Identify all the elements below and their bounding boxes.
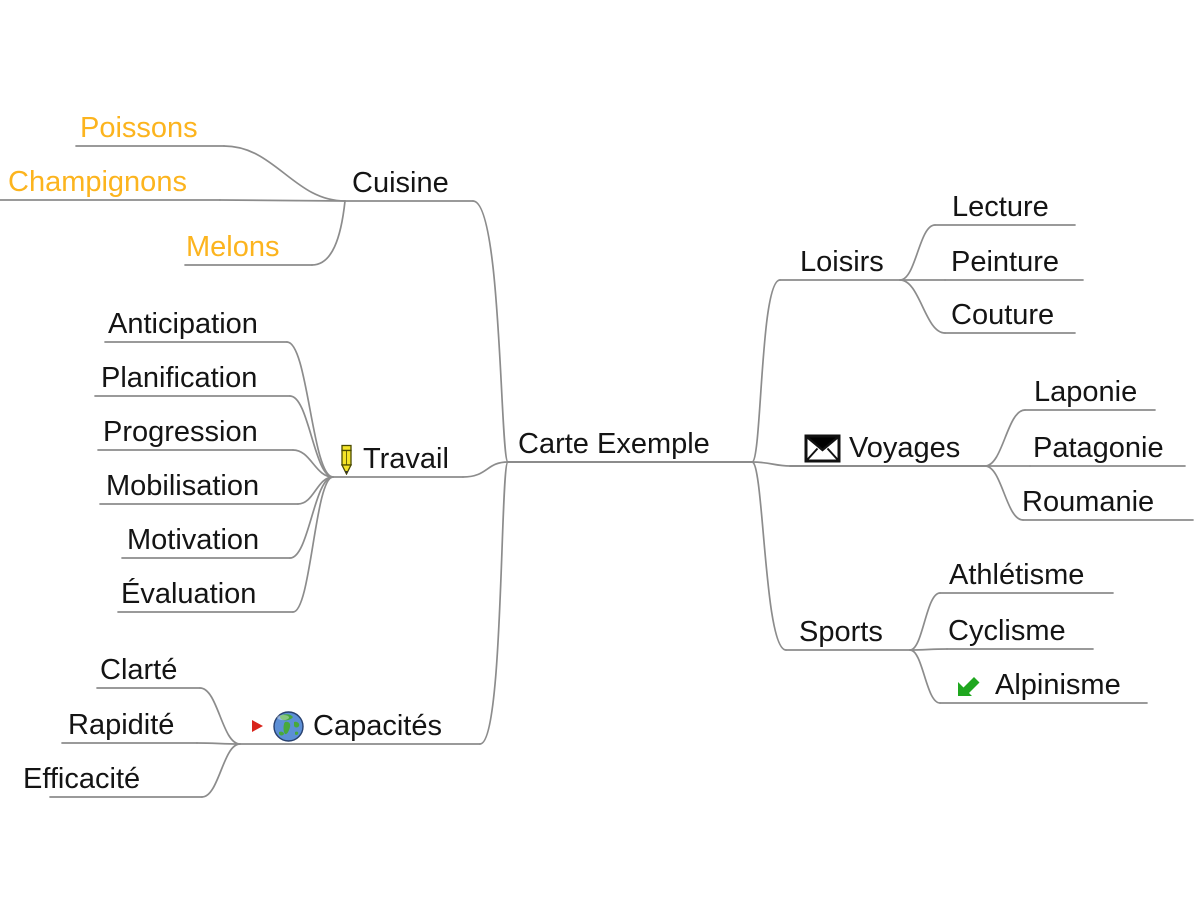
node-label: Peinture: [951, 246, 1060, 278]
edge-cuisine-melons: [311, 200, 346, 266]
node-label: Lecture: [952, 191, 1049, 223]
node-athletisme[interactable]: Athlétisme: [949, 558, 1084, 592]
node-label: Athlétisme: [949, 559, 1085, 591]
node-anticipation[interactable]: Anticipation: [108, 307, 258, 341]
node-label: Couture: [951, 299, 1055, 331]
red-arrow-icon: [251, 719, 264, 733]
edge-capacites-clarte: [199, 687, 241, 745]
node-travail[interactable]: Travail: [338, 442, 449, 476]
node-cuisine[interactable]: Cuisine: [352, 166, 449, 200]
node-capacites[interactable]: Capacités: [251, 708, 442, 744]
node-progression[interactable]: Progression: [103, 415, 258, 449]
node-label: Motivation: [127, 524, 260, 556]
node-label: Roumanie: [1022, 486, 1155, 518]
node-roumanie[interactable]: Roumanie: [1022, 485, 1154, 519]
edge-center-capacites: [479, 461, 509, 745]
edge-voyages-laponie: [984, 409, 1026, 467]
node-lecture[interactable]: Lecture: [952, 190, 1049, 224]
node-peinture[interactable]: Peinture: [951, 245, 1059, 279]
globe-icon: [272, 710, 305, 743]
node-label: Capacités: [313, 710, 442, 742]
node-efficacite[interactable]: Efficacité: [23, 762, 140, 796]
node-couture[interactable]: Couture: [951, 298, 1054, 332]
edge-sports-alpinisme: [909, 649, 941, 704]
envelope-icon: [804, 433, 841, 464]
root-node-label: Carte Exemple: [518, 428, 710, 460]
pencil-icon: [338, 444, 355, 475]
node-motivation[interactable]: Motivation: [127, 523, 259, 557]
node-champignons[interactable]: Champignons: [8, 165, 187, 199]
node-loisirs[interactable]: Loisirs: [800, 245, 884, 279]
node-label: Alpinisme: [995, 669, 1121, 701]
edge-travail-motivation: [289, 476, 334, 559]
node-planification[interactable]: Planification: [101, 361, 257, 395]
node-label: Melons: [186, 231, 280, 263]
node-patagonie[interactable]: Patagonie: [1033, 431, 1164, 465]
node-root-carte-exemple[interactable]: Carte Exemple: [518, 427, 710, 461]
node-label: Progression: [103, 416, 258, 448]
node-voyages[interactable]: Voyages: [804, 430, 960, 466]
edge-capacites-rapidite: [196, 742, 241, 745]
branch-edges: [196, 145, 1031, 798]
edge-sports-athletisme: [909, 592, 941, 651]
edge-center-cuisine: [472, 200, 509, 463]
edge-center-voyages: [751, 461, 791, 467]
node-rapidite[interactable]: Rapidité: [68, 708, 174, 742]
node-label: Mobilisation: [106, 470, 260, 502]
node-label: Clarté: [100, 654, 178, 686]
node-label: Voyages: [849, 432, 961, 464]
edge-travail-evaluation: [292, 476, 334, 613]
edge-center-sports: [751, 461, 787, 651]
node-label: Cuisine: [352, 167, 449, 199]
edge-loisirs-couture: [899, 279, 946, 334]
node-label: Efficacité: [23, 763, 141, 795]
node-evaluation[interactable]: Évaluation: [121, 577, 256, 611]
node-melons[interactable]: Melons: [186, 230, 280, 264]
edge-capacites-efficacite: [201, 743, 241, 798]
node-label: Évaluation: [121, 578, 257, 610]
edge-travail-progression: [292, 449, 334, 478]
node-mobilisation[interactable]: Mobilisation: [106, 469, 259, 503]
edge-center-travail: [462, 461, 509, 478]
node-alpinisme[interactable]: Alpinisme: [956, 668, 1121, 702]
node-underlines: [0, 145, 1194, 798]
node-label: Planification: [101, 362, 258, 394]
node-laponie[interactable]: Laponie: [1034, 375, 1137, 409]
node-label: Laponie: [1034, 376, 1138, 408]
node-label: Patagonie: [1033, 432, 1164, 464]
node-cyclisme[interactable]: Cyclisme: [948, 614, 1066, 648]
node-label: Sports: [799, 616, 883, 648]
edge-center-loisirs: [751, 279, 781, 463]
green-arrow-down-left-icon: [956, 672, 983, 698]
node-label: Champignons: [8, 166, 187, 198]
node-label: Loisirs: [800, 246, 884, 278]
node-clarte[interactable]: Clarté: [100, 653, 177, 687]
edge-sports-cyclisme: [909, 648, 948, 651]
node-label: Rapidité: [68, 709, 175, 741]
node-label: Travail: [363, 443, 449, 475]
node-poissons[interactable]: Poissons: [80, 111, 198, 145]
edge-cuisine-poissons: [223, 145, 346, 202]
node-label: Cyclisme: [948, 615, 1066, 647]
edge-cuisine-champignons: [219, 199, 346, 202]
node-label: Poissons: [80, 112, 198, 144]
edge-loisirs-lecture: [899, 224, 936, 281]
edge-voyages-roumanie: [984, 465, 1024, 521]
edge-travail-planification: [289, 395, 334, 478]
node-label: Anticipation: [108, 308, 258, 340]
edge-travail-anticipation: [286, 341, 334, 478]
node-sports[interactable]: Sports: [799, 615, 883, 649]
